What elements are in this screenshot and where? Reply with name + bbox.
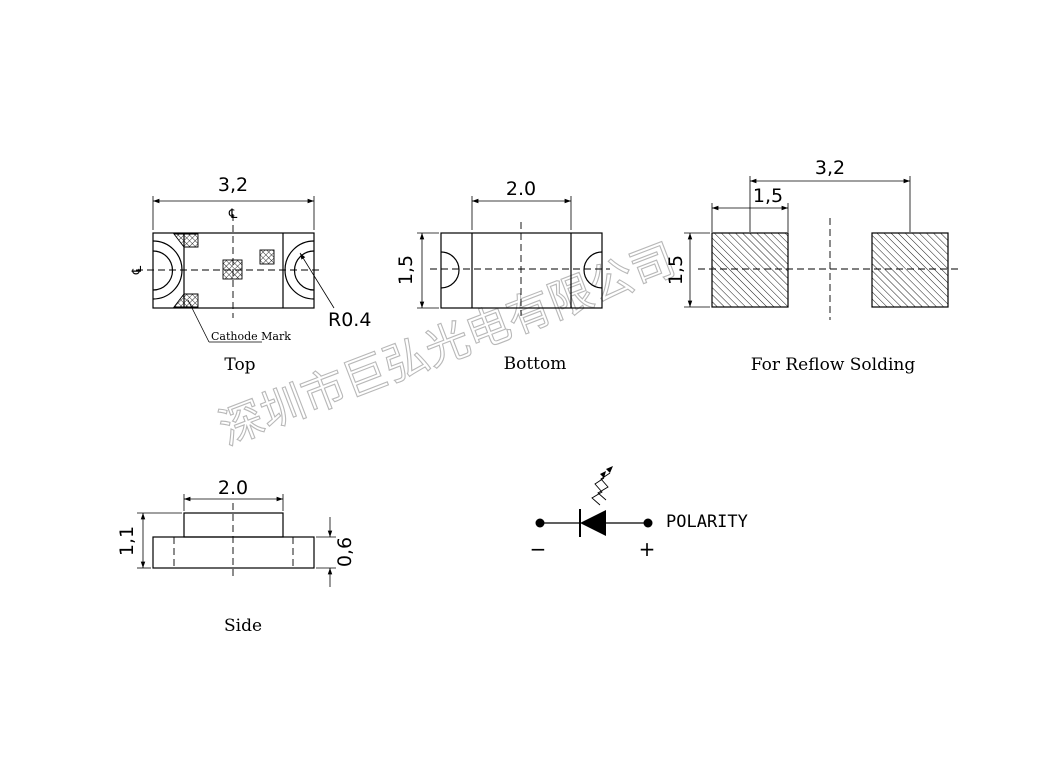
cathode-mark-upper — [173, 233, 199, 248]
radius-dim: R0.4 — [328, 309, 371, 331]
reflow-view-label: For Reflow Solding — [751, 355, 916, 375]
side-lens-outline — [183, 512, 284, 538]
bottom-view: 2.0 1,5 Bottom — [395, 178, 610, 374]
side-view-label: Side — [224, 616, 262, 636]
top-view-label: Top — [224, 355, 255, 375]
top-width-dim: 3,2 — [218, 174, 248, 196]
reflow-total-dim: 3,2 — [815, 157, 845, 179]
emission-arrow-icon — [591, 477, 605, 506]
side-height-dim: 1,1 — [116, 526, 138, 556]
side-width-dim: 2.0 — [218, 477, 248, 499]
solder-pad-right — [871, 232, 949, 308]
reflow-pad-dim: 1,5 — [753, 185, 783, 207]
cathode-mark-lower — [173, 293, 199, 308]
top-left-castellation — [152, 250, 174, 291]
centerline-symbol: ℄ — [228, 207, 238, 222]
minus-sign: − — [530, 537, 547, 561]
top-right-castellation — [293, 250, 315, 291]
side-base-outline — [152, 536, 315, 569]
bottom-width-dim: 2.0 — [506, 178, 536, 200]
bottom-right-castellation — [583, 251, 603, 289]
top-view: 3,2 ℄ ℄ R0.4 Cathode Mark Top — [130, 174, 371, 375]
solder-pad-left — [711, 232, 789, 308]
bottom-body-outline — [440, 232, 603, 309]
centerline-symbol-side: ℄ — [130, 265, 145, 275]
plus-sign: + — [639, 537, 656, 561]
reflow-height-dim: 1,5 — [665, 255, 687, 285]
polarity-label: POLARITY — [666, 512, 748, 532]
side-view: 2.0 1,1 0,6 Side — [116, 477, 356, 636]
polarity-symbol: POLARITY − + — [530, 466, 748, 561]
side-base-dim: 0,6 — [334, 537, 356, 567]
diode-triangle-icon — [580, 510, 606, 536]
reflow-view: 3,2 1,5 1,5 For Reflow Solding — [665, 157, 962, 375]
cathode-mark-label: Cathode Mark — [211, 330, 291, 343]
bond-pad — [259, 249, 275, 265]
bottom-left-castellation — [440, 251, 460, 289]
led-chip — [222, 259, 243, 280]
bottom-height-dim: 1,5 — [395, 255, 417, 285]
bottom-view-label: Bottom — [504, 354, 567, 374]
top-body-outline — [152, 232, 315, 309]
